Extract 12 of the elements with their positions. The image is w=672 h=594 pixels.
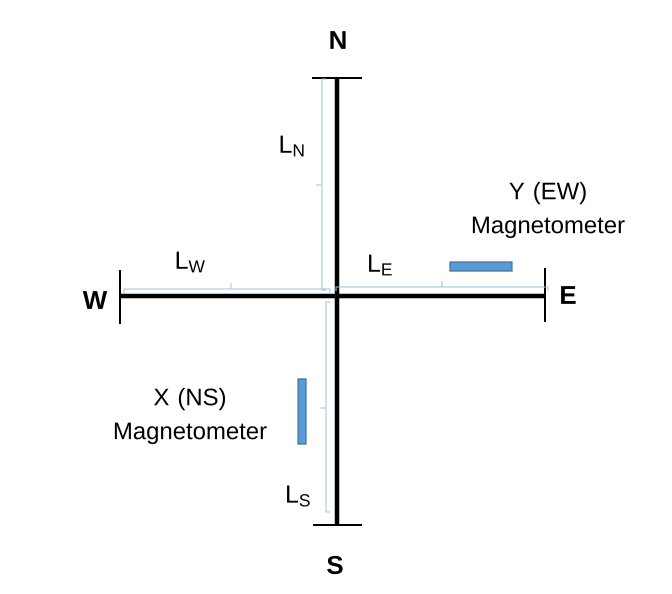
direction-letter: S bbox=[327, 556, 343, 574]
length-label: L$_{S}$ bbox=[287, 485, 310, 506]
length-label: L$_{W}$ bbox=[176, 252, 205, 272]
direction-letter: N bbox=[330, 31, 346, 49]
magnetometer-label: X (NS) Magnetometer bbox=[114, 388, 267, 444]
length-label: L$_{N}$ bbox=[280, 136, 304, 156]
magnetometer-bar bbox=[449, 261, 513, 272]
direction-letter: E bbox=[561, 286, 576, 304]
direction-letter: W bbox=[82, 291, 108, 309]
length-label: L$_{E}$ bbox=[369, 254, 392, 276]
magnetometer-label: Y (EW) Magnetometer bbox=[472, 182, 625, 238]
magnetometer-bar bbox=[297, 378, 307, 445]
